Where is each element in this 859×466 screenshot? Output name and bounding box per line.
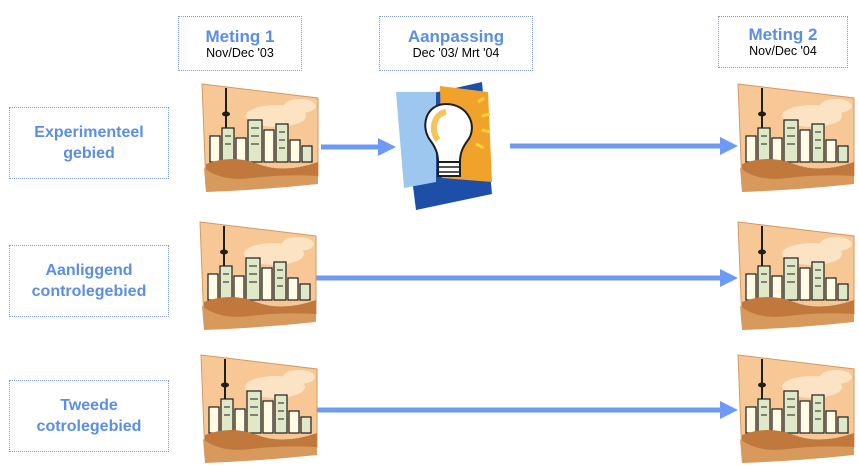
row-label-line1: Experimenteel: [34, 124, 144, 141]
city-skyline-icon: [199, 221, 317, 331]
phase-title: Aanpassing: [407, 26, 505, 46]
phase-date: Dec '03/ Mrt '04: [412, 45, 500, 60]
row-label-second-control: Tweede cotrolegebied: [9, 380, 169, 452]
city-skyline-icon: [737, 83, 855, 193]
arrow-adjacent-control: [316, 269, 738, 287]
phase-box-meting-1: Meting 1 Nov/Dec '03: [178, 16, 302, 71]
row-label-line2: controlegebied: [31, 283, 147, 300]
phase-box-aanpassing: Aanpassing Dec '03/ Mrt '04: [379, 16, 533, 71]
row-label-line1: Tweede: [60, 397, 118, 414]
row-label-line2: gebied: [63, 145, 115, 162]
row-label-line1: Aanliggend: [45, 262, 133, 279]
arrow-second-control: [316, 401, 738, 419]
phase-title: Meting 1: [205, 26, 275, 46]
lightbulb-icon: [396, 82, 492, 210]
row-label-adjacent-control: Aanliggend controlegebied: [9, 245, 169, 317]
arrow-adjustment-to-measurement-2: [510, 137, 738, 155]
phase-date: Nov/Dec '03: [206, 45, 274, 60]
phase-title: Meting 2: [748, 25, 818, 44]
city-skyline-icon: [737, 354, 855, 464]
arrows: [316, 137, 738, 419]
phase-box-meting-2: Meting 2 Nov/Dec '04: [718, 16, 848, 68]
row-label-line2: cotrolegebied: [36, 418, 142, 435]
phase-date: Nov/Dec '04: [749, 44, 817, 58]
city-skyline-icon: [201, 83, 319, 193]
city-skyline-icon: [737, 221, 855, 331]
city-skyline-icon: [200, 354, 318, 464]
arrow-experimental-to-adjustment: [321, 138, 396, 156]
row-label-experimental: Experimenteel gebied: [9, 107, 169, 179]
